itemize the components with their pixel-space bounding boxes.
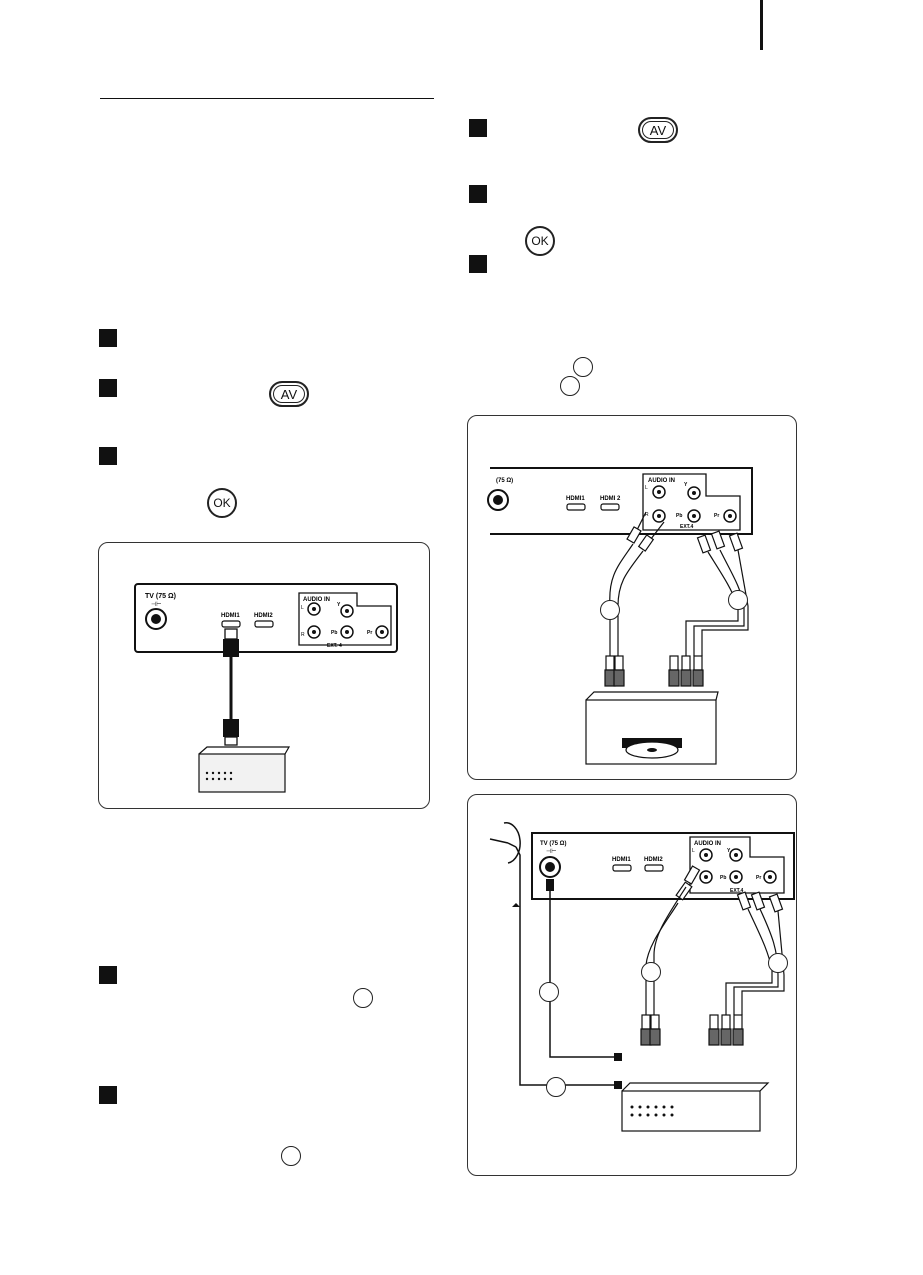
pb-label: Pb <box>676 513 682 519</box>
antenna-label: TV (75 Ω) <box>540 841 566 847</box>
step-marker <box>99 379 117 397</box>
y-label: Y <box>337 602 341 608</box>
hdmi1-label: HDMI1 <box>221 613 240 619</box>
pb-label: Pb <box>720 875 726 881</box>
component-diagram-svg: (75 Ω) HDMI1 HDMI 2 AUDIO IN L R Y Pb Pr… <box>487 467 753 765</box>
av-button-label: AV <box>280 386 298 402</box>
receiver-leds <box>630 1105 674 1117</box>
ext-label: EXT. 4 <box>327 643 342 649</box>
callout-circle <box>539 982 559 1002</box>
antenna-label: TV (75 Ω) <box>145 593 176 600</box>
ext-label: EXT.4 <box>730 888 744 894</box>
callout-circle <box>281 1146 301 1166</box>
antenna-symbol: ⊣⊢ <box>546 848 556 855</box>
audio-l-label: L <box>301 605 304 611</box>
hdmi1-port <box>612 864 632 872</box>
ok-button-label: OK <box>531 234 549 248</box>
callout-circle <box>728 590 748 610</box>
antenna-socket-core <box>151 614 161 624</box>
device-leds <box>205 771 233 781</box>
ok-button-label: OK <box>213 496 231 510</box>
hdmi2-label: HDMI2 <box>644 857 663 863</box>
page-edge-rule <box>760 0 763 50</box>
av-button: AV <box>269 381 309 407</box>
hdmi1-port <box>566 503 586 511</box>
audio-in-label: AUDIO IN <box>648 478 675 484</box>
receiver-top <box>621 1082 770 1092</box>
step-marker <box>469 255 487 273</box>
hdmi2-label: HDMI2 <box>254 613 273 619</box>
dish-plug-receiver <box>614 1081 622 1089</box>
av-button-label: AV <box>649 122 667 138</box>
step-marker <box>469 119 487 137</box>
hdmi-plug-top <box>223 639 239 657</box>
step-marker <box>99 966 117 984</box>
hdmi-plug-bottom-tip <box>224 736 238 746</box>
rca-plugs-receiver <box>640 1014 744 1046</box>
satellite-receiver-box <box>621 1090 761 1132</box>
step-marker <box>99 329 117 347</box>
hdmi-plug-bottom <box>223 719 239 737</box>
callout-circle <box>768 953 788 973</box>
y-label: Y <box>727 848 731 854</box>
rca-plugs-dvd <box>604 655 704 687</box>
antenna-label: (75 Ω) <box>496 478 513 484</box>
callout-circle <box>600 600 620 620</box>
ext4-outline <box>689 836 785 894</box>
device-top <box>198 746 291 755</box>
hdmi2-port <box>644 864 664 872</box>
antenna-plug-receiver <box>614 1053 622 1061</box>
tv-connector-panel <box>490 467 753 535</box>
satellite-diagram-svg: TV (75 Ω) ⊣⊢ HDMI1 HDMI2 AUDIO IN L R Y … <box>489 822 795 1132</box>
satellite-receiver-diagram: TV (75 Ω) ⊣⊢ HDMI1 HDMI2 AUDIO IN L R Y … <box>467 794 797 1176</box>
pr-label: Pr <box>714 513 719 519</box>
pr-label: Pr <box>756 875 761 881</box>
pb-label: Pb <box>331 630 337 636</box>
audio-in-label: AUDIO IN <box>694 841 721 847</box>
dish-cable-marker <box>512 903 520 907</box>
callout-circle <box>546 1077 566 1097</box>
section-rule <box>100 98 434 99</box>
audio-cable <box>645 865 701 1015</box>
audio-in-label: AUDIO IN <box>303 597 330 603</box>
tv-connector-panel <box>531 832 795 900</box>
satellite-dish-icon <box>489 822 521 864</box>
dish-cable <box>515 846 614 1086</box>
dvd-top <box>585 691 719 701</box>
hdmi-plug-top-tip <box>224 628 238 640</box>
step-marker <box>469 185 487 203</box>
video-cable <box>685 530 749 656</box>
hdmi1-label: HDMI1 <box>612 857 631 863</box>
audio-r-label: R <box>645 512 649 518</box>
callout-circle <box>560 376 580 396</box>
hdmi1-label: HDMI1 <box>566 496 585 502</box>
audio-r-label: R <box>301 632 305 638</box>
callout-circle <box>353 988 373 1008</box>
y-label: Y <box>684 482 688 488</box>
av-button: AV <box>638 117 678 143</box>
pr-label: Pr <box>367 630 372 636</box>
hdmi2-port <box>254 620 274 628</box>
hdmi2-label: HDMI 2 <box>600 496 621 502</box>
antenna-symbol: ⊣⊢ <box>151 601 161 608</box>
hdmi2-port <box>600 503 620 511</box>
audio-l-label: L <box>645 485 648 491</box>
hdmi-diagram-svg: TV (75 Ω) ⊣⊢ HDMI1 HDMI2 AUDIO IN L R Y … <box>134 583 398 793</box>
step-marker <box>99 1086 117 1104</box>
antenna-plug <box>546 879 554 891</box>
ok-button: OK <box>525 226 555 256</box>
callout-circle <box>573 357 593 377</box>
callout-circle <box>641 962 661 982</box>
hdmi-connection-diagram: TV (75 Ω) ⊣⊢ HDMI1 HDMI2 AUDIO IN L R Y … <box>98 542 430 809</box>
ext-label: EXT.4 <box>680 524 694 530</box>
ext4-outline <box>298 592 392 646</box>
step-marker <box>99 447 117 465</box>
audio-l-label: L <box>692 848 695 854</box>
antenna-cable <box>549 891 614 1058</box>
ext4-outline <box>642 473 741 531</box>
ok-button: OK <box>207 488 237 518</box>
hdmi1-port <box>221 620 241 628</box>
tv-connector-panel <box>134 583 398 653</box>
